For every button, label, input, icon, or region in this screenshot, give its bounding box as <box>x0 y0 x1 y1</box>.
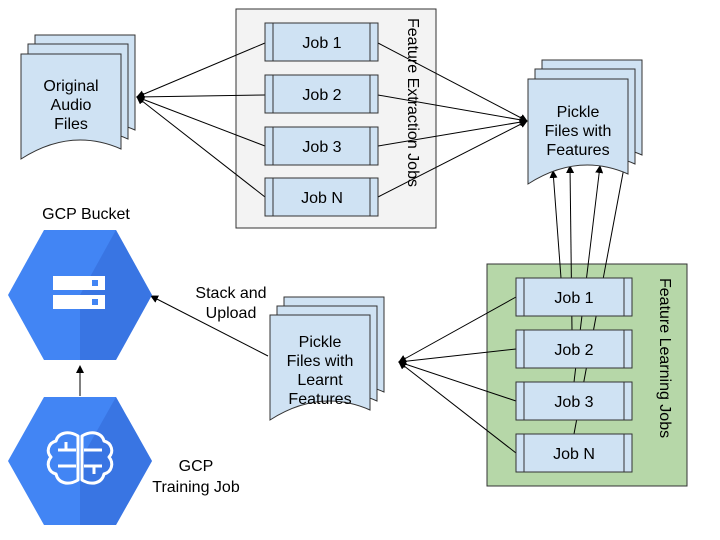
connectors <box>76 42 629 454</box>
learning-job-1: Job 1 <box>515 277 633 317</box>
pickle-learnt-line-3: Learnt <box>297 372 343 389</box>
pickle-learnt-line-4: Features <box>288 391 351 408</box>
original-audio-line-2: Audio <box>51 97 92 114</box>
learning-job-n: Job N <box>515 433 633 473</box>
learning-job-3: Job 3 <box>515 381 633 421</box>
pickle-files-features: Pickle Files with Features <box>527 59 643 185</box>
extraction-job-n: Job N <box>264 177 379 217</box>
stack-upload-line-1: Stack and <box>195 285 266 302</box>
gcp-training-job: GCP Training Job <box>8 397 240 525</box>
original-audio-line-3: Files <box>54 116 88 133</box>
learning-job-2: Job 2 <box>515 329 633 369</box>
learning-job-n-label: Job N <box>553 446 595 463</box>
original-audio-line-1: Original <box>43 78 98 95</box>
extraction-job-3: Job 3 <box>264 126 379 166</box>
brain-icon <box>46 431 114 485</box>
extraction-job-n-label: Job N <box>301 190 343 207</box>
learning-job-1-label: Job 1 <box>554 290 593 307</box>
original-audio-files: Original Audio Files <box>20 34 136 160</box>
gcp-training-line-2: Training Job <box>152 479 240 496</box>
learning-job-3-label: Job 3 <box>554 394 593 411</box>
pickle-features-line-2: Files with <box>545 123 612 140</box>
learning-job-2-label: Job 2 <box>554 342 593 359</box>
stack-upload-line-2: Upload <box>206 305 257 322</box>
storage-icon <box>53 276 105 309</box>
extraction-job-3-label: Job 3 <box>302 139 341 156</box>
pickle-files-learnt-features: Pickle Files with Learnt Features <box>269 296 385 421</box>
extraction-job-2-label: Job 2 <box>302 87 341 104</box>
gcp-training-line-1: GCP <box>179 458 214 475</box>
pickle-features-line-1: Pickle <box>557 104 600 121</box>
feature-extraction-label: Feature Extraction Jobs <box>404 18 421 187</box>
feature-learning-label: Feature Learning Jobs <box>656 278 673 438</box>
extraction-job-1: Job 1 <box>264 22 379 62</box>
pickle-learnt-line-1: Pickle <box>299 334 342 351</box>
extraction-job-2: Job 2 <box>264 74 379 114</box>
gcp-bucket: GCP Bucket <box>8 206 152 360</box>
pickle-features-line-3: Features <box>546 142 609 159</box>
gcp-bucket-label: GCP Bucket <box>42 206 130 223</box>
extraction-job-1-label: Job 1 <box>302 35 341 52</box>
pickle-learnt-line-2: Files with <box>287 353 354 370</box>
